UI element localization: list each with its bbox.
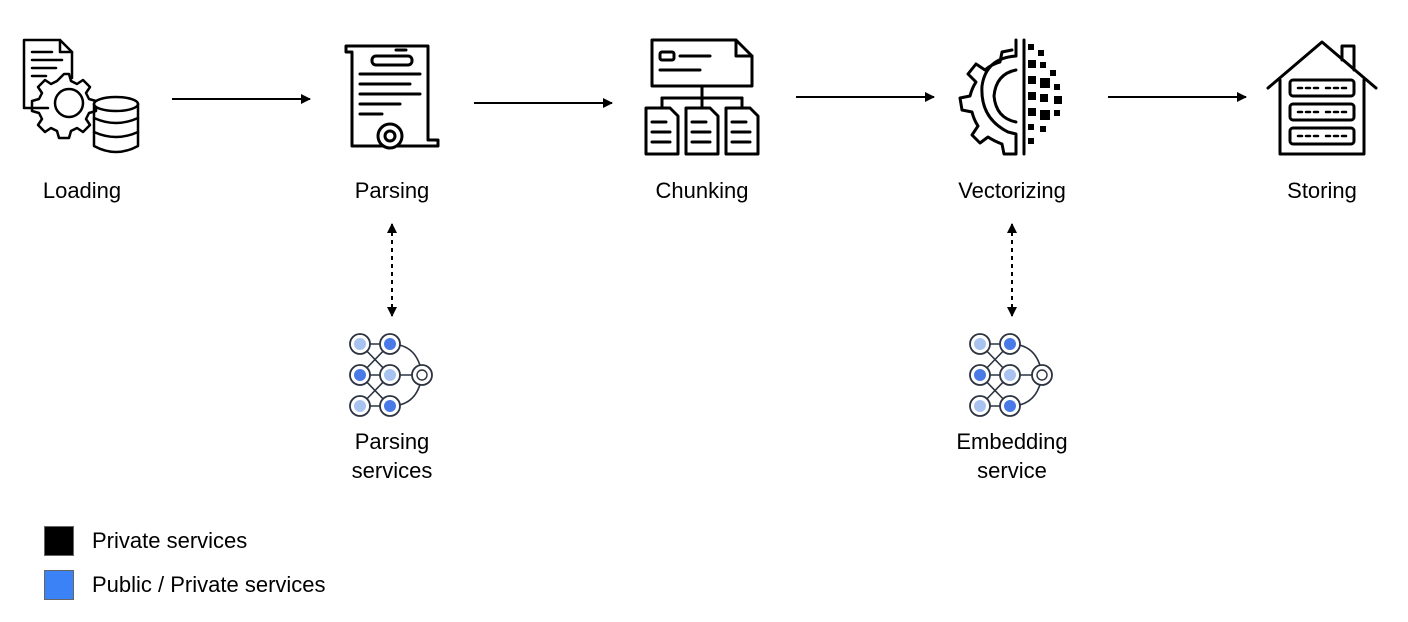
document-split-icon — [644, 38, 760, 156]
stage-label-vectorizing: Vectorizing — [958, 178, 1066, 203]
service-label-parsing-services: Parsing services — [292, 427, 492, 485]
nn-node-core — [1004, 338, 1016, 350]
service-label-line2: services — [351, 458, 433, 483]
stage-label-parsing: Parsing — [354, 178, 430, 203]
nn-output-core — [416, 369, 428, 381]
server-house-icon — [1266, 40, 1378, 156]
service-label-line1: Parsing — [354, 429, 430, 454]
legend-label-public-private: Public / Private services — [92, 572, 326, 597]
nn-node-core — [1004, 369, 1016, 381]
service-label-embedding-service: Embedding service — [912, 427, 1112, 485]
legend-label-private: Private services — [92, 528, 248, 553]
nn-node-core — [974, 369, 986, 381]
nn-node-core — [974, 338, 986, 350]
legend-swatch-public-private — [44, 570, 74, 600]
document-gear-database-icon — [22, 38, 140, 154]
nn-node-core — [1004, 400, 1016, 412]
service-label-line2: service — [977, 458, 1047, 483]
nn-node-core — [384, 338, 396, 350]
stage-label-chunking: Chunking — [655, 178, 749, 203]
nn-node-core — [354, 369, 366, 381]
nn-node-core — [354, 400, 366, 412]
nn-node-core — [384, 400, 396, 412]
nn-node-core — [384, 369, 396, 381]
nn-output-core — [1036, 369, 1048, 381]
stage-label-loading: Loading — [42, 178, 122, 203]
gear-pixel-vector-icon — [958, 38, 1062, 156]
stage-label-storing: Storing — [1287, 178, 1357, 203]
service-label-line1: Embedding — [956, 429, 1068, 454]
neural-network-icon — [349, 333, 433, 417]
neural-network-icon — [969, 333, 1053, 417]
legend-swatch-private — [44, 526, 74, 556]
nn-node-core — [974, 400, 986, 412]
certificate-document-icon — [344, 44, 440, 150]
nn-node-core — [354, 338, 366, 350]
